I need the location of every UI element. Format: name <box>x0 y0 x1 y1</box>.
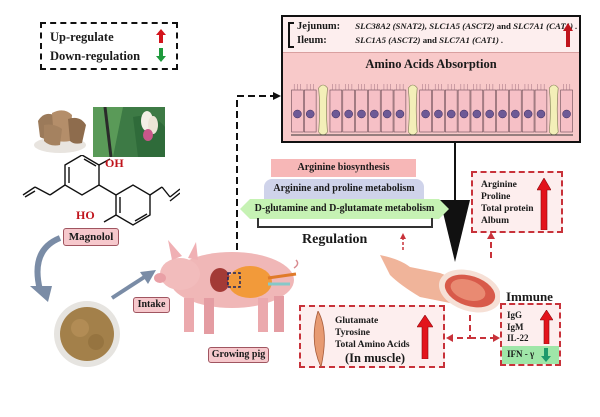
enterocyte-cell <box>291 84 304 133</box>
blood-items: Arginine Proline Total protein Album <box>481 179 534 227</box>
magnolol-label: Magnolol <box>63 228 119 246</box>
gene-name: SLC1A5 <box>355 35 387 45</box>
muscle-connector-arrowhead <box>446 334 453 342</box>
goblet-cell <box>318 84 328 136</box>
enterocyte-cell <box>457 84 471 133</box>
enterocyte-cell <box>445 84 458 133</box>
enterocyte-cell <box>355 84 368 133</box>
immune-title: Immune <box>506 289 553 304</box>
enterocyte-cell <box>380 84 394 133</box>
legend-up-label: Up-regulate <box>50 30 114 44</box>
gene-name: SLC7A1 <box>439 35 470 45</box>
pathway-glutamine-glutamate: D-glutamine and D-glutamate metabolism <box>240 199 449 219</box>
gene-name: SLC7A1 <box>513 21 544 31</box>
hexagon-shape <box>240 199 449 219</box>
magnolia-plant-image <box>93 107 165 157</box>
protein-name: (ASCT2) <box>462 21 495 31</box>
enterocyte-cell <box>470 84 484 133</box>
pathway-label: D-glutamine and D-glutamate metabolism <box>254 203 435 214</box>
enterocyte-cell <box>368 84 381 133</box>
growing-pig-label: Growing pig <box>208 347 269 363</box>
protein-name: (ASCT2) <box>388 35 421 45</box>
immune-up-items: IgG IgM IL-22 <box>507 310 529 345</box>
muscle-item: Tyrosine <box>335 328 371 338</box>
enterocyte-cell <box>329 84 343 133</box>
growing-pig-illustration <box>154 240 299 334</box>
gut-connector-arrowhead <box>273 92 281 100</box>
protein-name: (CAT1) . <box>472 35 504 45</box>
blood-outcome-box: Arginine Proline Total protein Album <box>471 171 563 233</box>
muscle-outcome-box: Glutamate Tyrosine Total Amino Acids (In… <box>299 305 445 368</box>
immune-item: IL-22 <box>507 333 529 343</box>
intake-arrow <box>110 270 156 300</box>
intake-label: Intake <box>133 297 170 313</box>
transporter-header: Jejunum: SLC38A2 (SNAT2), SLC1A5 (ASCT2)… <box>283 17 579 53</box>
bracket-icon <box>288 22 294 48</box>
blood-item: Proline <box>481 192 511 202</box>
enterocyte-cell <box>509 84 522 133</box>
feed-bowl-image <box>54 301 120 367</box>
immune-down-item: IFN - γ <box>507 349 535 359</box>
immune-item: IgM <box>507 321 524 332</box>
blood-item: Total protein <box>481 204 534 214</box>
up-arrow-icon <box>156 29 166 43</box>
intestine-panel: Jejunum: SLC38A2 (SNAT2), SLC1A5 (ASCT2)… <box>281 15 581 143</box>
blood-item: Album <box>481 216 509 226</box>
enterocyte-cell <box>342 84 355 133</box>
enterocyte-cell <box>534 84 548 133</box>
muscle-item: Total Amino Acids <box>335 340 410 350</box>
down-arrow-icon <box>541 348 551 362</box>
protein-name: (SNAT2), <box>392 21 428 31</box>
blood-item: Arginine <box>481 180 517 190</box>
regulation-label: Regulation <box>302 232 368 247</box>
enterocyte-cell <box>560 84 573 133</box>
regulation-arrowhead <box>400 233 406 239</box>
conjunction: and <box>422 35 437 45</box>
enterocyte-cell <box>432 84 445 133</box>
ileum-line: Ileum: SLC1A5 (ASCT2) and SLC7A1 (CAT1) … <box>297 35 503 46</box>
up-arrow-icon <box>563 23 573 47</box>
up-arrow-icon <box>540 310 553 344</box>
muscle-item: Glutamate <box>335 316 379 326</box>
ileum-label: Ileum: <box>297 35 327 46</box>
hydroxyl-label-bottom: HO <box>76 208 95 222</box>
muscle-icon <box>313 311 325 367</box>
goblet-cell <box>408 84 418 136</box>
enterocyte-cell <box>419 84 432 133</box>
magnolia-bark-image <box>34 110 86 153</box>
enterocyte-cell <box>496 84 509 133</box>
pathway-arginine-proline: Arginine and proline metabolism <box>264 179 424 199</box>
enterocyte-cell <box>521 84 535 133</box>
jejunum-line: Jejunum: SLC38A2 (SNAT2), SLC1A5 (ASCT2)… <box>297 21 577 32</box>
immune-outcome-box: IgG IgM IL-22 IFN - γ <box>500 303 561 366</box>
jejunum-label: Jejunum: <box>297 21 341 32</box>
enterocyte-cell <box>304 84 317 133</box>
protein-name: (CAT1) . <box>546 21 578 31</box>
blood-vessel-illustration <box>380 255 500 313</box>
goblet-cell <box>549 84 559 136</box>
regulation-brace <box>257 218 433 228</box>
legend-down-label: Down-regulation <box>50 49 141 63</box>
enterocyte-cell <box>393 84 407 133</box>
gene-name: SLC1A5 <box>429 21 461 31</box>
gene-name: SLC38A2 <box>355 21 391 31</box>
muscle-items: Glutamate Tyrosine Total Amino Acids <box>335 315 410 351</box>
blood-connector-arrowhead <box>487 232 495 239</box>
legend-box: Up-regulate Down-regulation <box>40 22 178 70</box>
immune-down-row: IFN - γ <box>502 346 559 364</box>
up-arrow-icon <box>417 315 433 359</box>
magnolol-structure <box>22 155 180 226</box>
conjunction: and <box>496 21 511 31</box>
absorption-title: Amino Acids Absorption <box>365 57 497 71</box>
enterocyte-cell <box>483 84 496 133</box>
immune-connector-arrowhead <box>493 334 500 342</box>
down-arrow-icon <box>156 48 166 62</box>
up-arrow-icon <box>537 178 551 230</box>
flow-arrows <box>30 235 62 302</box>
pathway-arginine-biosynthesis: Arginine biosynthesis <box>271 159 416 177</box>
immune-item: IgG <box>507 310 523 320</box>
hydroxyl-label-top: OH <box>105 156 124 170</box>
epithelium-illustration <box>291 84 573 136</box>
muscle-note: (In muscle) <box>345 351 406 365</box>
